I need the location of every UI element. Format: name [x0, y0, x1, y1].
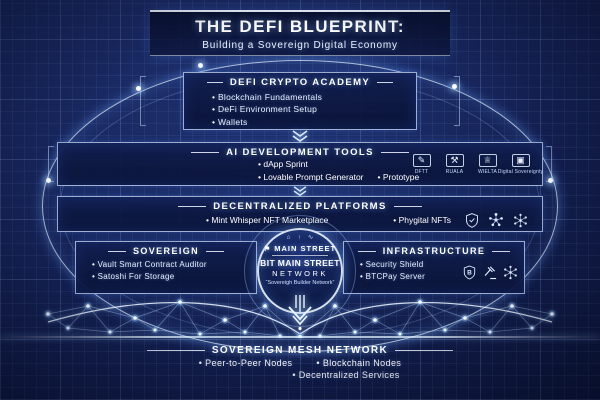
- main-street-label: MAIN STREET: [274, 243, 337, 253]
- shield-check-icon: [466, 212, 478, 228]
- divider: [272, 254, 328, 256]
- tool-badge: ♕ WIELTA: [474, 154, 501, 175]
- sovereign-panel: SOVEREIGN Vault Smart Contract Auditor S…: [75, 241, 257, 294]
- academy-title: DEFI CRYPTO ACADEMY: [229, 77, 371, 88]
- list-item: Vault Smart Contract Auditor: [92, 259, 256, 271]
- storefront-icon: ⌂: [286, 234, 291, 241]
- list-item: Prototype: [378, 171, 419, 184]
- sovereign-title: SOVEREIGN: [132, 246, 200, 256]
- list-item: Blockchain Nodes: [316, 358, 401, 368]
- badge-label: RUALA: [445, 168, 464, 175]
- list-item: Phygital NFTs: [393, 215, 451, 225]
- glow-node: [198, 63, 203, 68]
- dimension-bracket: [48, 146, 54, 182]
- rule: [377, 82, 394, 83]
- down-arrow-icon: [293, 186, 307, 197]
- title-panel: THE DEFI BLUEPRINT: Building a Sovereign…: [150, 10, 450, 56]
- platforms-title: DECENTRALIZED PLATFORMS: [213, 201, 387, 212]
- list-item: DeFi Environment Setup: [212, 103, 416, 115]
- flag-icon: ⚑: [263, 245, 272, 253]
- academy-list: Blockchain Fundamentals DeFi Environment…: [212, 91, 416, 128]
- sovereign-list: Vault Smart Contract Auditor Satoshi For…: [92, 259, 256, 283]
- platform-icons: [465, 212, 528, 228]
- crown-icon: ♕: [478, 154, 497, 167]
- rule: [393, 206, 422, 207]
- list-item: Blockchain Fundamentals: [212, 91, 416, 103]
- up-arrow-icon: ↑: [297, 234, 301, 241]
- list-item: dApp Sprint: [258, 158, 419, 171]
- platforms-list: Mint Whisper NFT Marketplace Phygital NF…: [58, 212, 542, 228]
- tool-badge: ▣ Digital Sovereignty: [498, 154, 543, 175]
- glow-node: [46, 178, 51, 183]
- glow-node: [452, 84, 457, 89]
- badge-label: Digital Sovereignty: [497, 168, 544, 175]
- network-hub-icon: [514, 213, 527, 227]
- svg-text:B: B: [467, 269, 472, 276]
- pen-tool-icon: ✎: [412, 154, 431, 167]
- list-item: Security Shield: [360, 259, 425, 271]
- badge-label: DFTT: [414, 168, 429, 175]
- glow-node: [548, 178, 553, 183]
- tool-badges: ✎ DFTT ⚒ RUALA ♕ WIELTA ▣ Digital Sovere…: [408, 154, 543, 175]
- hub-outer-ring: [244, 215, 356, 327]
- infrastructure-panel: INFRASTRUCTURE Security Shield BTCPay Se…: [343, 241, 525, 294]
- mesh-list-row1: Peer-to-Peer Nodes Blockchain Nodes: [0, 358, 600, 368]
- list-item: Satoshi For Storage: [92, 271, 256, 283]
- rule: [357, 250, 376, 252]
- dimension-bracket: [546, 146, 552, 182]
- rule: [206, 250, 225, 252]
- page-title: THE DEFI BLUEPRINT:: [195, 16, 405, 36]
- infrastructure-icons: B: [463, 265, 518, 280]
- dimension-bracket: [454, 76, 460, 126]
- baseline-glow: [0, 336, 600, 338]
- list-item: Wallets: [212, 116, 416, 128]
- blueprint-ellipse: [42, 60, 558, 352]
- rule: [395, 350, 454, 351]
- rule: [492, 250, 511, 252]
- tool-badge: ✎ DFTT: [408, 154, 435, 175]
- rule: [380, 152, 409, 153]
- infrastructure-list: Security Shield BTCPay Server: [360, 259, 425, 283]
- ai-tools-panel: AI DEVELOPMENT TOOLS dApp Sprint Lovable…: [57, 142, 543, 186]
- ai-tools-list: dApp Sprint Lovable Prompt Generator Pro…: [258, 158, 419, 184]
- list-item: Mint Whisper NFT Marketplace: [206, 215, 328, 225]
- bitcoin-shield-icon: B: [463, 265, 476, 280]
- list-item: Decentralized Services: [292, 370, 399, 380]
- glow-node: [136, 86, 141, 91]
- rule: [191, 152, 220, 153]
- mesh-title: SOVEREIGN MESH NETWORK: [211, 345, 389, 356]
- list-item: Peer-to-Peer Nodes: [199, 358, 293, 368]
- infrastructure-title: INFRASTRUCTURE: [382, 246, 486, 256]
- hub-network-label: NETWORK: [272, 268, 328, 278]
- hub-tagline: “Sovereigh Builder Network”: [265, 279, 335, 286]
- dimension-bracket: [140, 76, 146, 126]
- rule: [206, 82, 223, 83]
- network-cluster-icon: [489, 212, 503, 227]
- network-hub-icon: [504, 265, 517, 280]
- stamp-icon: ⚒: [445, 154, 464, 167]
- main-street-sign: ⚑ MAIN STREET: [264, 244, 336, 253]
- browser-icon: ▣: [511, 154, 530, 167]
- tool-badge: ⚒ RUALA: [441, 154, 468, 175]
- page-subtitle: Building a Sovereign Digital Economy: [202, 39, 398, 51]
- rule: [178, 206, 207, 207]
- ai-tools-title: AI DEVELOPMENT TOOLS: [226, 147, 374, 158]
- badge-label: WIELTA: [477, 168, 498, 175]
- circuit-icon: ∿: [307, 234, 314, 241]
- down-arrow-icon: [292, 130, 308, 142]
- mesh-list-row2: Decentralized Services: [92, 370, 600, 380]
- rule: [107, 250, 126, 252]
- hub-mini-icons: ⌂ ↑ ∿: [286, 234, 314, 242]
- rule: [146, 350, 205, 351]
- gavel-icon: [484, 265, 497, 279]
- big-down-arrow-icon: [288, 295, 312, 331]
- academy-panel: DEFI CRYPTO ACADEMY Blockchain Fundament…: [183, 72, 417, 130]
- mesh-section: SOVEREIGN MESH NETWORK Peer-to-Peer Node…: [0, 341, 600, 380]
- list-item: BTCPay Server: [360, 271, 425, 283]
- hub-name: BIT MAIN STREET: [260, 257, 340, 268]
- list-item: Lovable Prompt Generator: [258, 171, 363, 184]
